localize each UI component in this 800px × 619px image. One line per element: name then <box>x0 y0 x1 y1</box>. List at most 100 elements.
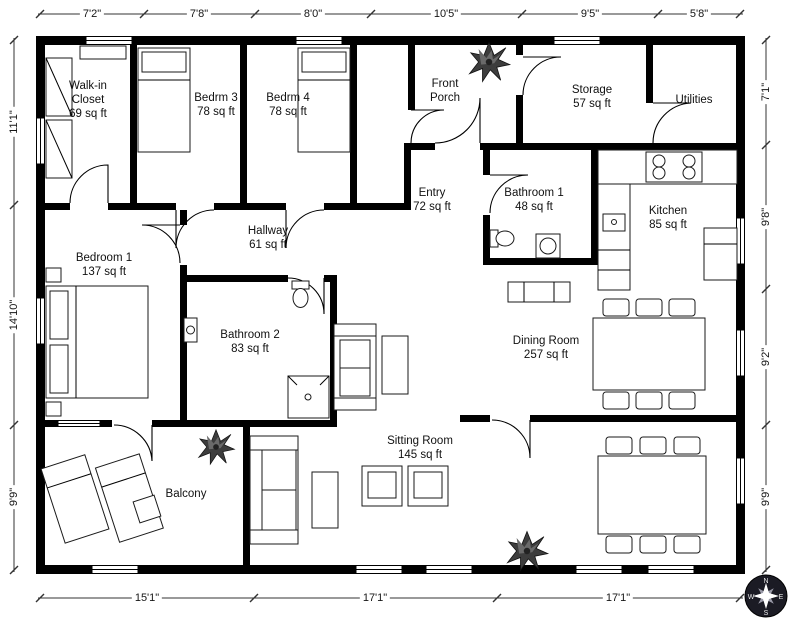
sink-icon <box>183 317 198 343</box>
bed-icon <box>137 47 191 153</box>
plant-icon <box>468 41 511 83</box>
room-name: Bathroom 1 <box>504 187 564 199</box>
room-label-entry: Entry 72 sq ft <box>413 186 451 214</box>
nightstand-icon <box>45 401 62 417</box>
room-name: Front Porch <box>429 78 461 104</box>
door-arc <box>652 102 692 144</box>
window <box>85 36 133 45</box>
room-label-kitchen: Kitchen 85 sq ft <box>649 204 687 232</box>
window <box>57 420 101 427</box>
room-label-walk-in-closet: Walk-in Closet 69 sq ft <box>61 79 115 121</box>
window <box>736 217 745 265</box>
armchair-icon <box>361 465 403 507</box>
room-label-bedrm-3: Bedrm 3 78 sq ft <box>194 91 237 119</box>
door-arc <box>410 109 445 144</box>
room-area: 257 sq ft <box>523 349 569 361</box>
window <box>736 329 745 377</box>
dining-table-with-chairs <box>597 436 707 554</box>
doors <box>69 56 692 462</box>
fridge-icon <box>703 227 738 281</box>
room-label-front-porch: Front Porch <box>424 77 466 105</box>
dimension-label-top-5: 9'5" <box>577 8 603 20</box>
door-arc <box>489 174 529 214</box>
plant-icon <box>506 530 549 572</box>
compass-rose: N E S W <box>744 574 788 618</box>
room-label-dining-room: Dining Room 257 sq ft <box>513 334 579 362</box>
washer-icon <box>535 233 561 259</box>
room-name: Bedroom 1 <box>75 252 133 264</box>
bed-icon <box>297 47 351 153</box>
room-area: 61 sq ft <box>249 239 287 251</box>
dining-table-with-chairs <box>592 298 706 410</box>
room-name: Dining Room <box>512 335 580 347</box>
room-label-hallway: Hallway 61 sq ft <box>248 224 288 252</box>
toilet-icon <box>291 280 310 308</box>
compass-n-label: N <box>763 578 768 585</box>
room-area: 48 sq ft <box>515 201 553 213</box>
dresser-icon <box>79 45 127 60</box>
wardrobe-icon <box>45 57 73 179</box>
door-arc <box>287 277 325 315</box>
room-label-bathroom-2: Bathroom 2 83 sq ft <box>220 328 279 356</box>
door-arc <box>434 97 481 144</box>
compass-w-label: W <box>748 594 755 601</box>
coffee-table-icon <box>311 471 339 529</box>
room-name: Bedrm 4 <box>266 92 310 104</box>
door-arc <box>113 424 153 462</box>
dimension-label-right-1: 7'1" <box>760 79 772 105</box>
nightstand-icon <box>45 267 62 283</box>
room-area: 145 sq ft <box>397 449 443 461</box>
compass-s-label: S <box>764 610 769 617</box>
dimension-label-bottom-2: 17'1" <box>359 592 391 604</box>
room-name: Balcony <box>165 488 207 500</box>
window <box>91 565 139 574</box>
window <box>355 565 403 574</box>
sofa-icon <box>249 435 299 545</box>
dimension-label-left-2: 14'10" <box>8 296 20 334</box>
room-area: 83 sq ft <box>231 343 269 355</box>
room-name: Walk-in Closet <box>69 80 107 106</box>
room-area: 69 sq ft <box>69 108 107 120</box>
room-area: 78 sq ft <box>269 106 307 118</box>
dimension-label-right-4: 9'9" <box>760 484 772 510</box>
dimension-label-left-1: 11'1" <box>8 107 20 137</box>
side-table-icon <box>381 335 409 395</box>
room-label-storage: Storage 57 sq ft <box>572 83 612 111</box>
dimension-label-top-6: 5'8" <box>686 8 712 20</box>
dimension-label-bottom-1: 15'1" <box>131 592 163 604</box>
side-table-icon <box>132 494 162 524</box>
stove-icon <box>645 151 703 183</box>
room-name: Bedrm 3 <box>194 92 238 104</box>
door-arc <box>69 164 109 204</box>
kitchen-sink-icon <box>602 213 626 232</box>
room-name: Hallway <box>247 225 289 237</box>
dimension-label-top-3: 8'0" <box>300 8 326 20</box>
door-arc <box>491 419 531 459</box>
room-label-balcony: Balcony <box>166 487 207 501</box>
room-name: Sitting Room <box>387 435 453 447</box>
dimension-label-top-2: 7'8" <box>186 8 212 20</box>
dimension-label-left-3: 9'9" <box>8 484 20 510</box>
plant-icon <box>198 429 235 465</box>
sofa-icon <box>333 323 377 411</box>
window <box>553 36 601 45</box>
dimension-label-right-3: 9'2" <box>760 344 772 370</box>
room-label-bedroom-1: Bedroom 1 137 sq ft <box>76 251 132 279</box>
room-name: Utilities <box>675 94 713 106</box>
windows <box>36 36 745 574</box>
furniture <box>40 45 738 554</box>
window <box>36 297 45 345</box>
room-area: 72 sq ft <box>413 201 451 213</box>
room-label-bathroom-1: Bathroom 1 48 sq ft <box>504 186 563 214</box>
window <box>736 457 745 505</box>
shower-icon <box>287 375 330 419</box>
room-name: Bathroom 2 <box>220 329 280 341</box>
door-arc <box>522 56 562 96</box>
dimension-label-right-2: 9'8" <box>760 204 772 230</box>
room-name: Entry <box>418 187 446 199</box>
door-arc <box>141 224 181 264</box>
window <box>575 565 623 574</box>
window <box>36 117 45 165</box>
